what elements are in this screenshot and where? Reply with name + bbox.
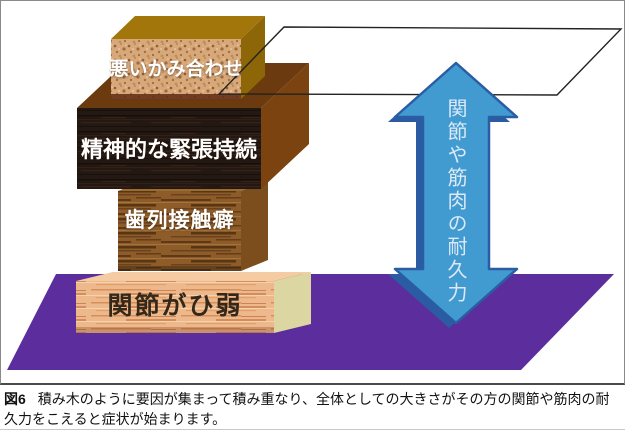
block-label-mental-tension: 精神的な緊張持続 [80,137,257,162]
block-label-weak-joints: 関節がひ弱 [107,292,243,320]
diagram-area: 悪いかみ合わせ 精神的な緊張持続 歯列接触癖 関節がひ弱 関節や筋肉の耐久力 [0,0,625,385]
arrow-label-endurance: 関節や筋肉の耐久力 [444,98,466,305]
endurance-arrow-icon [388,61,519,328]
figure-caption-text: 積み木のように要因が集まって積み重なり、全体としての大きさがその方の関節や筋肉の… [4,391,610,427]
block-label-tooth-contact: 歯列接触癖 [124,209,235,232]
figure-number: 図6 [4,391,26,407]
block-weak-joints [76,272,311,333]
blocks-diagram [7,16,623,370]
block-bad-bite [111,16,265,99]
threshold-plane-outline [217,26,623,96]
block-label-bad-bite: 悪いかみ合わせ [109,59,243,80]
